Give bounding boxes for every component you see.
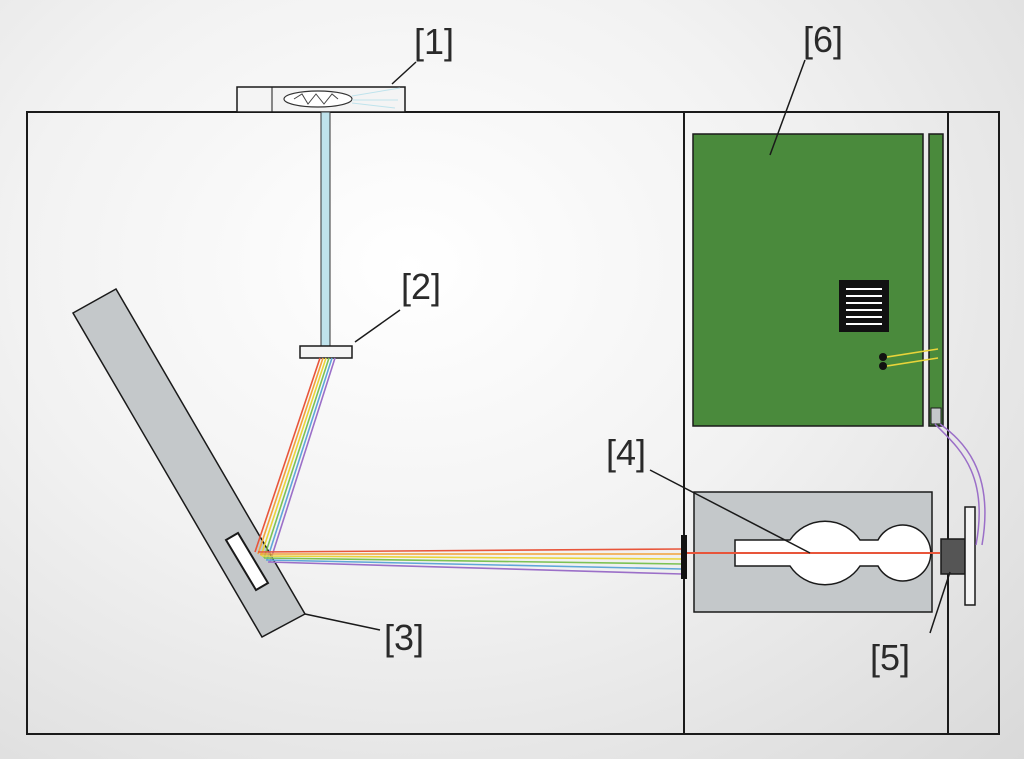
label-detector: [5] [870, 637, 910, 678]
detector-cable [934, 423, 986, 546]
light-source [236, 86, 406, 113]
callout-labels: [1] [2] [3] [4] [5] [6] [384, 19, 910, 678]
grating-plate [71, 287, 307, 639]
callout-leaders [304, 59, 951, 634]
lamp-filament [293, 93, 339, 105]
side-board-port [930, 407, 942, 425]
lamp-glow [351, 87, 401, 109]
detector-body [940, 538, 966, 575]
leader-6 [769, 59, 806, 156]
label-sample-cell: [4] [606, 432, 646, 473]
leader-5 [929, 571, 951, 634]
fiber-body [320, 111, 331, 347]
entrance-slit [681, 535, 687, 579]
mirror-plate [299, 345, 353, 359]
dispersed-beam [265, 559, 683, 570]
incident-beam [254, 357, 321, 553]
chip-icon [839, 280, 889, 332]
incident-beam [266, 357, 333, 561]
label-electronics-board: [6] [803, 19, 843, 60]
incident-beam [269, 357, 336, 563]
label-mirror: [2] [401, 266, 441, 307]
dispersed-beam [257, 548, 683, 553]
connector-icon [879, 348, 939, 370]
leader-3 [304, 613, 381, 631]
detector-mount [964, 506, 976, 606]
incident-beam [263, 357, 330, 559]
dispersed-beam [267, 561, 683, 575]
dispersed-beam [261, 555, 683, 560]
grating-slit [224, 531, 270, 592]
incident-beam [260, 357, 327, 557]
optical-fiber [320, 111, 331, 347]
grating [71, 287, 307, 639]
label-grating: [3] [384, 617, 424, 658]
dispersed-beams [257, 548, 683, 575]
leader-2 [354, 309, 401, 343]
label-light-source: [1] [414, 21, 454, 62]
sample-cell [687, 491, 940, 613]
leader-1 [391, 61, 417, 85]
leader-4 [649, 469, 811, 554]
incident-beam [257, 357, 324, 555]
incident-beams [254, 357, 336, 563]
detector [940, 506, 976, 606]
side-board [928, 133, 944, 427]
enclosure [26, 111, 1000, 735]
enclosure-outline [26, 111, 1000, 735]
electronics-board [692, 133, 986, 546]
dispersed-beam [263, 557, 683, 565]
mirror [299, 345, 353, 359]
